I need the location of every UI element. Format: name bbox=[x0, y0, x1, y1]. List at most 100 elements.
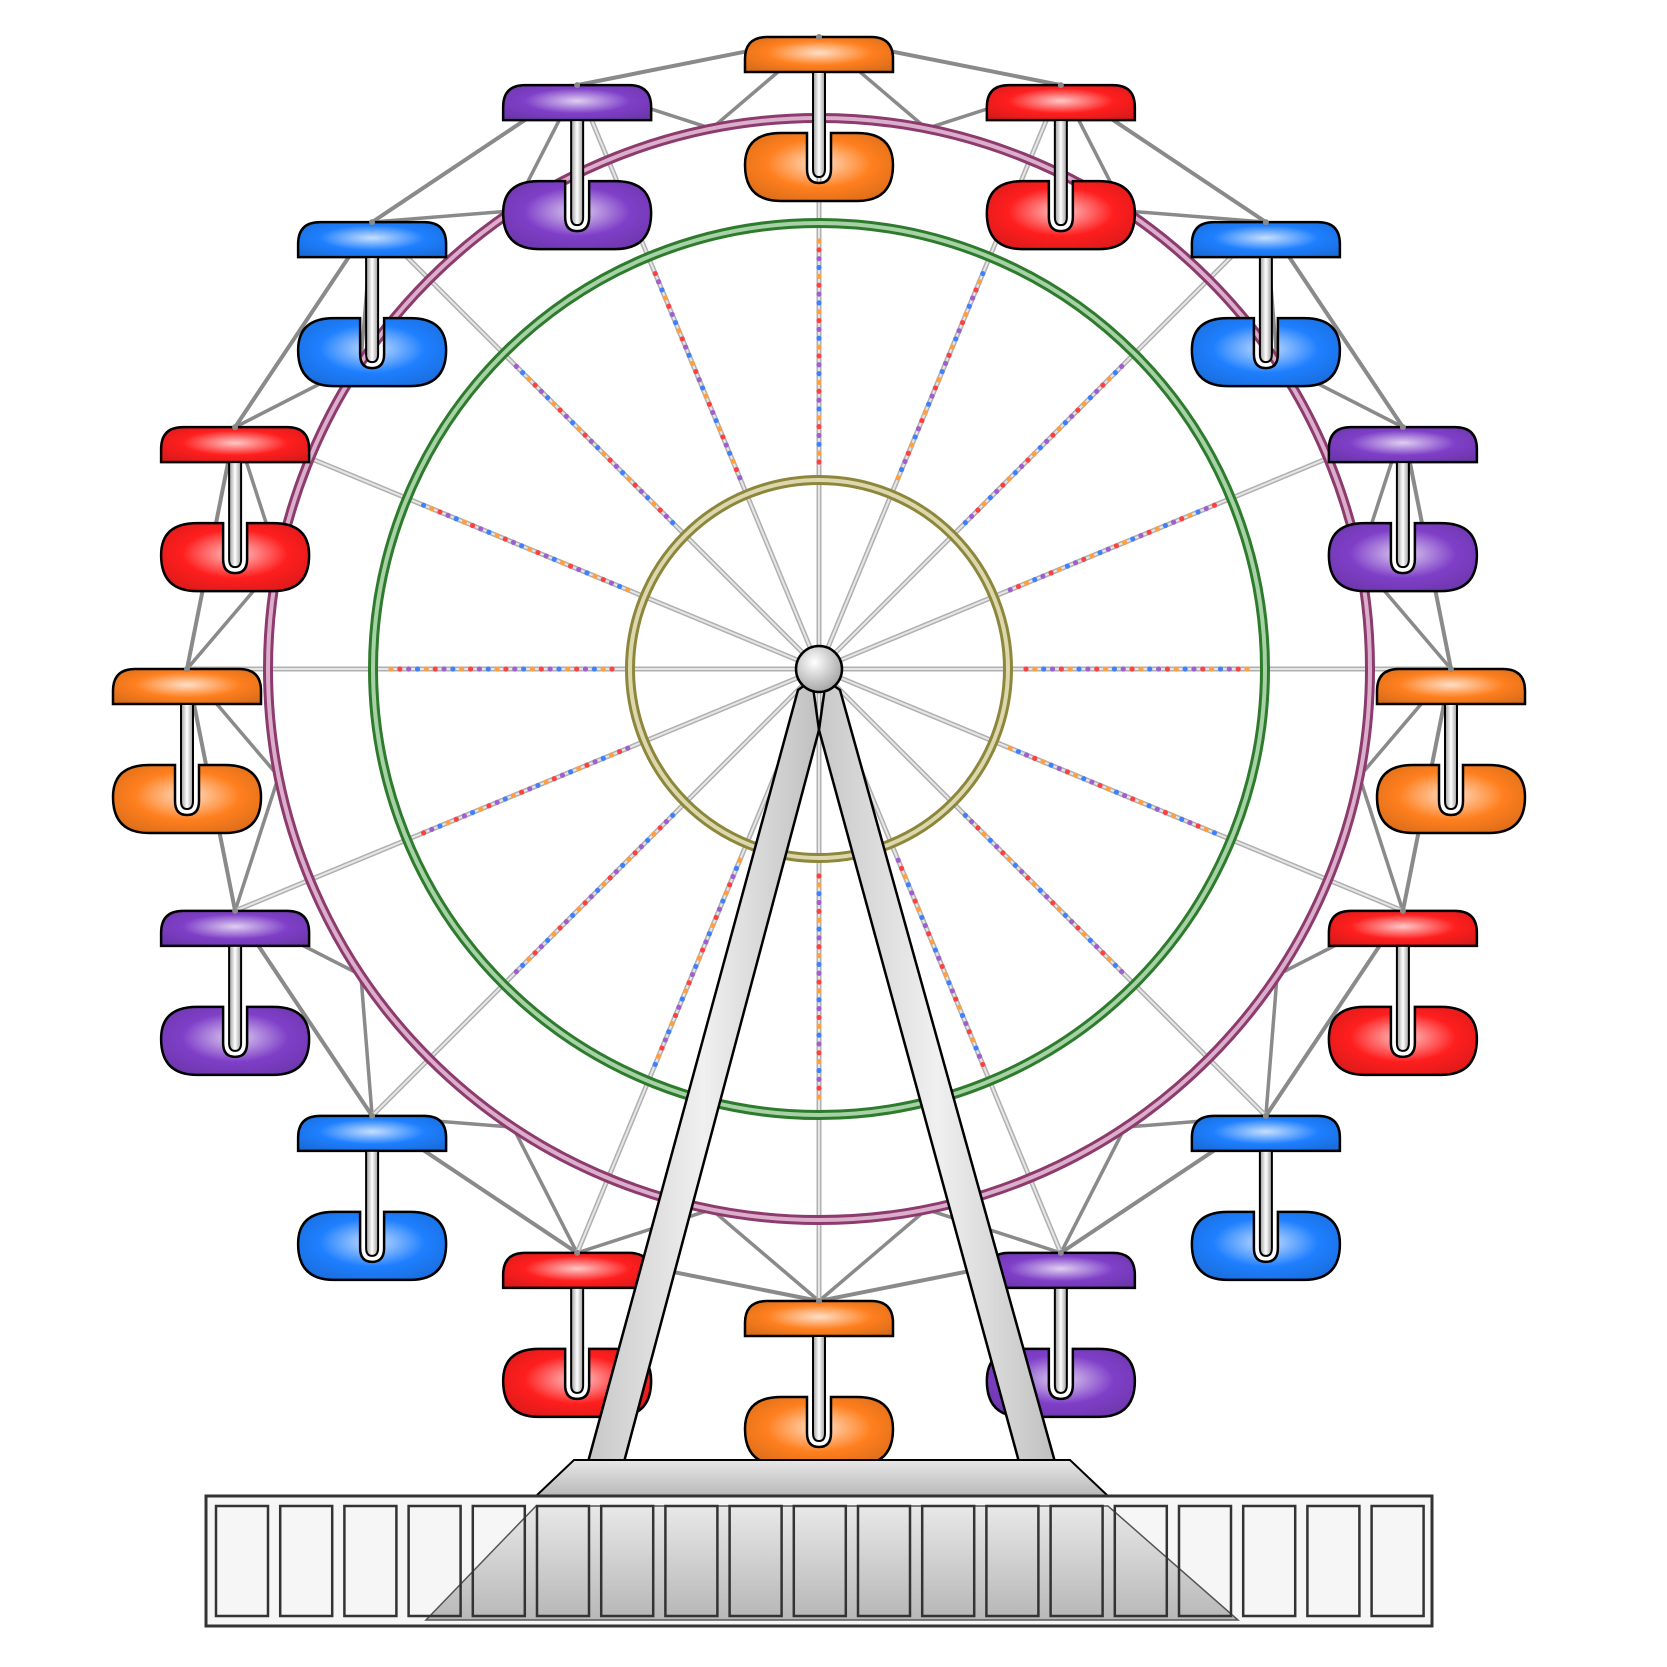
light-bulb bbox=[816, 450, 822, 456]
gondola-roof bbox=[1327, 909, 1479, 948]
gondola-roof bbox=[743, 35, 895, 74]
light-bulb bbox=[672, 1012, 679, 1019]
light-bulb bbox=[1067, 666, 1073, 672]
light-bulb bbox=[1044, 438, 1050, 444]
light-bulb bbox=[632, 482, 638, 488]
light-bulb bbox=[543, 779, 549, 785]
light-bulb bbox=[953, 336, 959, 342]
light-bulb bbox=[1100, 950, 1106, 956]
light-bulb bbox=[1056, 765, 1062, 772]
light-bulb bbox=[1007, 587, 1013, 593]
light-bulb bbox=[1191, 666, 1197, 672]
light-bulb bbox=[963, 1020, 969, 1027]
light-bulb bbox=[898, 865, 905, 872]
light-bulb bbox=[576, 765, 582, 772]
light-bulb bbox=[563, 413, 569, 419]
gondola-rod bbox=[228, 461, 243, 569]
brace-link bbox=[359, 974, 374, 1117]
light-bulb bbox=[1058, 666, 1064, 672]
gondola-rod bbox=[1053, 1286, 1068, 1394]
light-bulb bbox=[679, 336, 685, 342]
gondola-roof bbox=[501, 1251, 653, 1290]
light-bulb bbox=[1187, 512, 1193, 518]
light-bulb bbox=[816, 979, 822, 985]
gondola-pivot bbox=[1399, 907, 1406, 914]
light-bulb bbox=[816, 424, 822, 430]
light-bulb bbox=[478, 806, 484, 812]
light-bulb bbox=[1138, 666, 1144, 672]
wheel-hub bbox=[794, 644, 844, 694]
base-panel bbox=[664, 1504, 719, 1618]
light-bulb bbox=[816, 873, 822, 879]
light-bulb bbox=[420, 502, 427, 508]
light-bulb bbox=[816, 406, 822, 412]
light-bulb bbox=[1015, 583, 1022, 590]
light-bulb bbox=[557, 925, 563, 931]
light-bulb bbox=[1187, 820, 1193, 826]
spoke-highlight bbox=[818, 426, 1404, 670]
light-bulb bbox=[670, 812, 676, 818]
brace-link bbox=[817, 1208, 928, 1303]
spoke-highlight bbox=[371, 221, 820, 670]
light-bulb bbox=[570, 420, 576, 426]
base-panel bbox=[1049, 1504, 1104, 1618]
light-bulb bbox=[922, 922, 928, 929]
light-bulb bbox=[1138, 799, 1144, 805]
light-bulb bbox=[706, 401, 712, 407]
light-bulb bbox=[669, 311, 675, 318]
light-bulb bbox=[975, 825, 981, 831]
gondola-roof bbox=[1375, 667, 1527, 706]
light-bulb bbox=[926, 401, 932, 407]
light-bulb bbox=[966, 1029, 972, 1035]
light-bulb bbox=[816, 397, 822, 403]
light-bulb bbox=[574, 666, 580, 672]
gondola bbox=[1190, 1112, 1342, 1282]
light-bulb bbox=[657, 825, 663, 831]
light-bulb bbox=[1050, 432, 1056, 438]
light-bulb bbox=[582, 900, 588, 906]
light-bulb bbox=[689, 971, 696, 978]
light-bulb bbox=[816, 247, 822, 253]
light-bulb bbox=[723, 442, 729, 448]
light-bulb bbox=[613, 463, 619, 469]
light-bulb bbox=[535, 782, 541, 789]
light-bulb bbox=[437, 823, 443, 829]
light-bulb bbox=[420, 830, 427, 836]
gondola-pivot bbox=[1399, 424, 1406, 431]
light-bulb bbox=[676, 1004, 682, 1010]
light-bulb bbox=[567, 563, 574, 569]
light-bulb bbox=[816, 335, 822, 341]
light-bulb bbox=[956, 1004, 962, 1010]
light-bulb bbox=[651, 501, 657, 507]
light-bulb bbox=[663, 513, 669, 519]
gondola-roof bbox=[159, 909, 311, 948]
light-bulb bbox=[816, 344, 822, 350]
light-bulb bbox=[556, 666, 562, 672]
light-bulb bbox=[816, 441, 822, 447]
light-bulb bbox=[686, 352, 692, 358]
light-bulb bbox=[638, 844, 644, 850]
light-bulb bbox=[494, 799, 500, 805]
light-bulb bbox=[652, 1061, 658, 1068]
light-bulb bbox=[679, 996, 685, 1002]
light-bulb bbox=[1023, 580, 1030, 586]
light-bulb bbox=[485, 666, 491, 672]
light-bulb bbox=[730, 458, 736, 465]
light-bulb bbox=[1097, 549, 1103, 556]
light-bulb bbox=[816, 935, 822, 941]
gondola-rod bbox=[1395, 944, 1410, 1052]
light-bulb bbox=[1087, 395, 1093, 401]
light-bulb bbox=[987, 837, 993, 843]
light-bulb bbox=[816, 459, 822, 465]
light-bulb bbox=[518, 543, 525, 549]
light-bulb bbox=[1121, 539, 1128, 546]
light-bulb bbox=[663, 819, 669, 825]
light-bulb bbox=[601, 451, 607, 457]
light-bulb bbox=[538, 388, 544, 394]
light-bulb bbox=[1056, 566, 1062, 573]
gondola-pivot bbox=[369, 219, 376, 226]
light-bulb bbox=[816, 256, 822, 262]
gondola-cabin bbox=[743, 1395, 895, 1467]
light-bulb bbox=[527, 786, 533, 792]
